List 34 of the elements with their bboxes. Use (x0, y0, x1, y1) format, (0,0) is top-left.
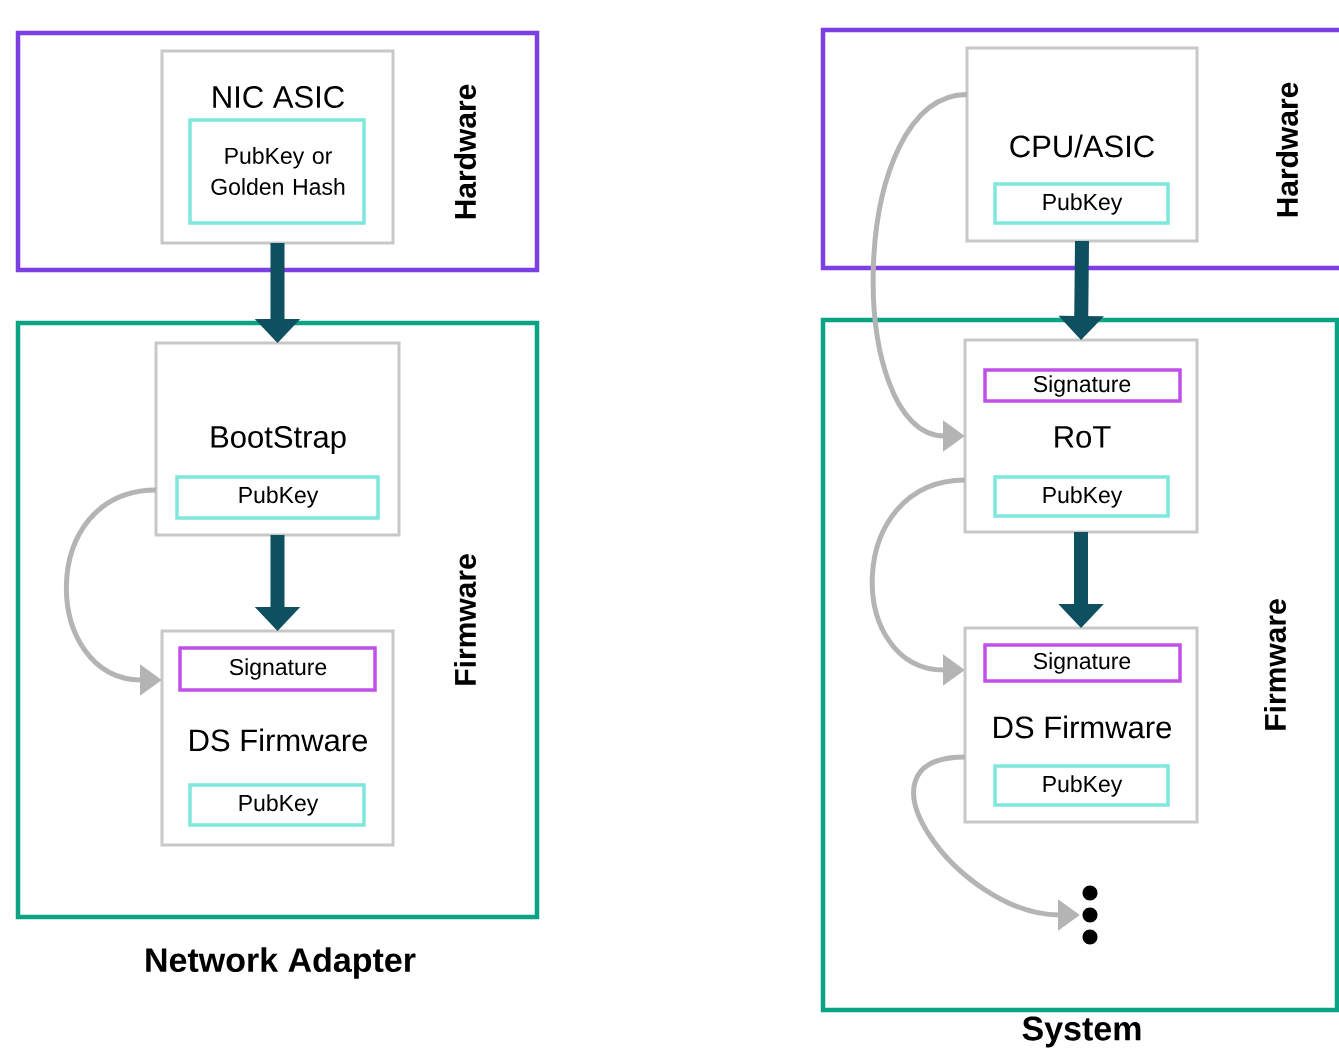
frame-label: Firmware (454, 554, 477, 685)
frame-label: Hardware (454, 84, 477, 219)
frame (15, 320, 540, 920)
key-box (175, 475, 380, 520)
key-box (188, 118, 366, 225)
frame (820, 27, 1339, 271)
signature-box (983, 368, 1182, 403)
box-label: Signature (1033, 375, 1131, 397)
frame-label: Firmware (1264, 599, 1287, 730)
signature-box (983, 643, 1182, 683)
key-box (188, 783, 366, 827)
key-box (993, 182, 1170, 225)
box-label: PubKey (1043, 775, 1123, 797)
box-label: PubKey (1043, 486, 1123, 508)
box-title: BootStrap (211, 425, 346, 455)
signature-box (178, 646, 377, 692)
frame (15, 30, 540, 273)
box-title: DS Firmware (190, 728, 367, 752)
box-title: CPU/ASIC (1010, 134, 1155, 158)
frame-label: Hardware (1276, 82, 1299, 217)
box-label: PubKey (1043, 193, 1123, 215)
box-title: NIC ASIC (213, 86, 344, 108)
key-box (993, 764, 1170, 807)
box-label: PubKey (239, 794, 319, 816)
box-title: DS Firmware (994, 715, 1171, 739)
box-label: Signature (1033, 652, 1131, 674)
box-label: PubKey or Golden Hash (211, 147, 345, 195)
box-label: PubKey (239, 486, 319, 508)
key-box (993, 475, 1170, 518)
caption: System (1022, 1016, 1141, 1048)
box-label: Signature (229, 658, 327, 680)
caption: Network Adapter (146, 947, 416, 979)
box-title: RoT (1055, 426, 1111, 448)
frame (820, 317, 1339, 1013)
